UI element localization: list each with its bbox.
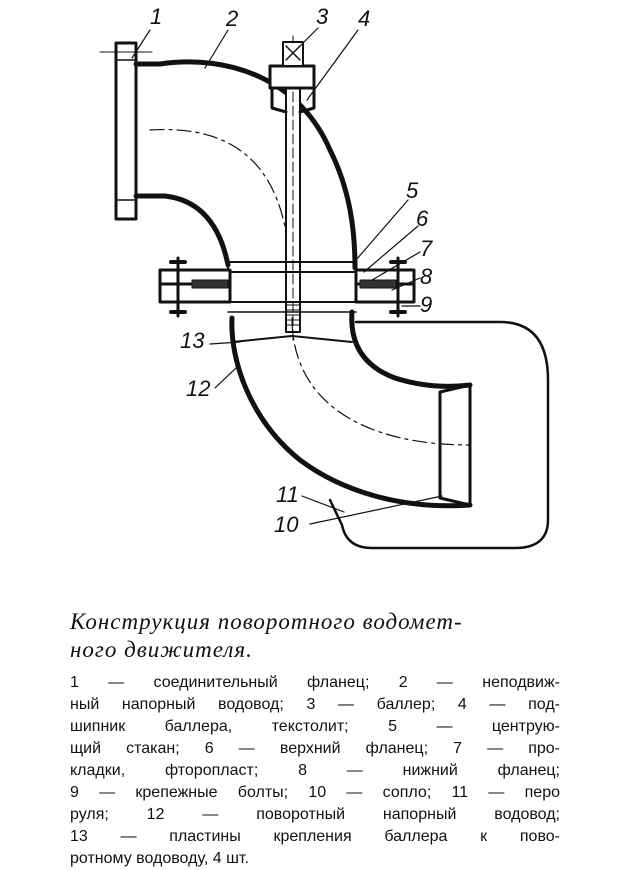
bolt-left-nut [169,260,187,314]
callout-12: 12 [186,376,210,401]
callout-1: 1 [150,4,162,29]
stock-bearing [270,86,316,114]
legend-line: ротному водоводу, 4 шт. [70,850,249,867]
centering-cup [227,261,357,273]
rotating-duct-inner-wall [349,309,473,389]
gasket-right [359,279,397,289]
legend-line: шипник баллера, текстолит; 5 — центрую- [70,718,560,735]
caption-legend: 1 — соединительный фланец; 2 — неподвиж-… [70,672,560,870]
legend-line: щий стакан; 6 — верхний фланец; 7 — про- [70,740,560,757]
mounting-plate [291,335,353,343]
callout-9: 9 [420,292,432,317]
leader-lines [131,27,443,525]
rotating-duct-centerline [291,317,471,446]
waterjet-diagram: 1 2 3 4 5 6 7 8 9 10 11 12 13 [99,4,550,550]
callout-4: 4 [358,6,370,31]
caption-title: Конструкция поворотного водомет- ного дв… [70,608,590,664]
connecting-flange [114,41,138,221]
fixed-duct-outer-wall [133,59,358,271]
legend-line: 13 — пластины крепления баллера к пово- [70,828,560,845]
legend-line: 9 — крепежные болты; 10 — сопло; 11 — пе… [70,784,560,801]
callout-7: 7 [420,236,433,261]
callout-10: 10 [274,512,299,537]
callout-11: 11 [276,482,299,507]
legend-line: руля; 12 — поворотный напорный водовод; [70,806,560,823]
caption-title-line: Конструкция поворотного водомет- [70,609,463,634]
callout-6: 6 [416,206,429,231]
stock-top-cross [285,45,301,61]
caption-title-line: ного движителя. [70,637,253,662]
legend-line: 1 — соединительный фланец; 2 — неподвиж- [70,674,560,691]
fixed-duct-inner-wall [133,193,231,268]
callout-2: 2 [225,6,238,31]
callout-3: 3 [316,4,329,29]
rudder-blade [328,320,550,550]
gasket-left [191,279,229,289]
mounting-plate [231,335,293,343]
callout-13: 13 [180,328,205,353]
legend-line: ный напорный водовод; 3 — баллер; 4 — по… [70,696,560,713]
nozzle [438,383,472,507]
callout-8: 8 [420,264,433,289]
stock-thread [285,304,301,326]
stock-nut [268,64,316,90]
rotating-duct-outer-wall [229,315,473,509]
callout-5: 5 [406,178,419,203]
legend-line: кладки, фторопласт; 8 — нижний фланец; [70,762,560,779]
